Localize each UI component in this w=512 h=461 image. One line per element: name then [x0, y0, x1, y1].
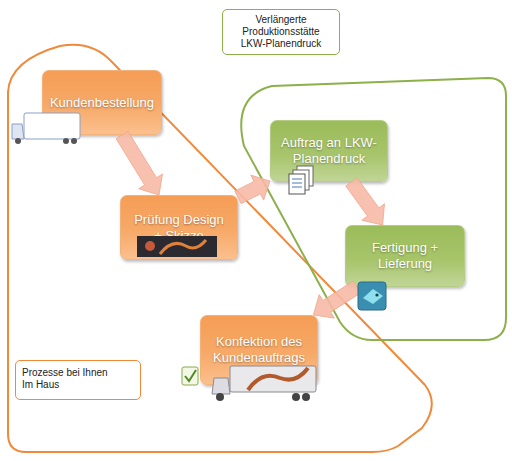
node-text: Fertigung + Lieferung: [354, 240, 456, 272]
check-icon: [182, 367, 198, 385]
region-border: [241, 78, 506, 340]
node-text: Verlängerte Produktionsstätte LKW-Planen…: [233, 14, 329, 50]
node-text: Prozesse bei Ihnen Im Haus: [22, 367, 110, 391]
node-text: Kundenbestellung: [50, 95, 154, 111]
check-board: [182, 367, 198, 385]
arrow-body: [313, 281, 360, 318]
process-box: Prüfung Design + Skizze: [120, 195, 238, 260]
box-text: Auftrag an LKW-Planendruck: [279, 135, 379, 167]
arrow-body: [346, 178, 385, 225]
icon-shape: [363, 289, 383, 304]
region-label: Prozesse bei Ihnen Im Haus: [15, 360, 141, 400]
truck-wheel: [15, 138, 21, 144]
region-outline: [225, 55, 512, 350]
arrow-body: [116, 131, 162, 195]
partner-region: Verlängerte Produktionsstätte LKW-Planen…: [225, 55, 512, 350]
truck-cab: [12, 124, 24, 139]
flow-arrow: [235, 175, 270, 204]
box-text: Konfektion des Kundenauftrags: [209, 334, 309, 366]
box-text: Kundenbestellung: [50, 95, 154, 111]
process-box: Fertigung + Lieferung: [345, 225, 465, 287]
box-text: Fertigung + Lieferung: [354, 240, 456, 272]
process-box: Auftrag an LKW-Planendruck: [270, 120, 388, 182]
arrow-body: [235, 175, 270, 204]
region-label: Verlängerte Produktionsstätte LKW-Planen…: [222, 9, 340, 55]
truck-wheel: [302, 393, 310, 401]
check-mark: [185, 370, 196, 381]
node-text: Konfektion des Kundenauftrags: [209, 334, 309, 366]
flow-arrow: [346, 178, 385, 225]
node-text: Prüfung Design + Skizze: [129, 212, 229, 244]
truck-wheel: [292, 393, 300, 401]
process-box: Kundenbestellung: [42, 70, 162, 135]
node-text: Auftrag an LKW-Planendruck: [279, 135, 379, 167]
icon-dot: [375, 293, 378, 296]
truck-wheel: [71, 138, 77, 144]
flow-arrow: [116, 131, 162, 195]
flow-arrow: [313, 281, 360, 318]
box-text: Prüfung Design + Skizze: [129, 212, 229, 244]
truck-wheel: [216, 393, 224, 401]
truck-wheel: [63, 138, 69, 144]
process-box: Konfektion des Kundenauftrags: [200, 315, 318, 385]
